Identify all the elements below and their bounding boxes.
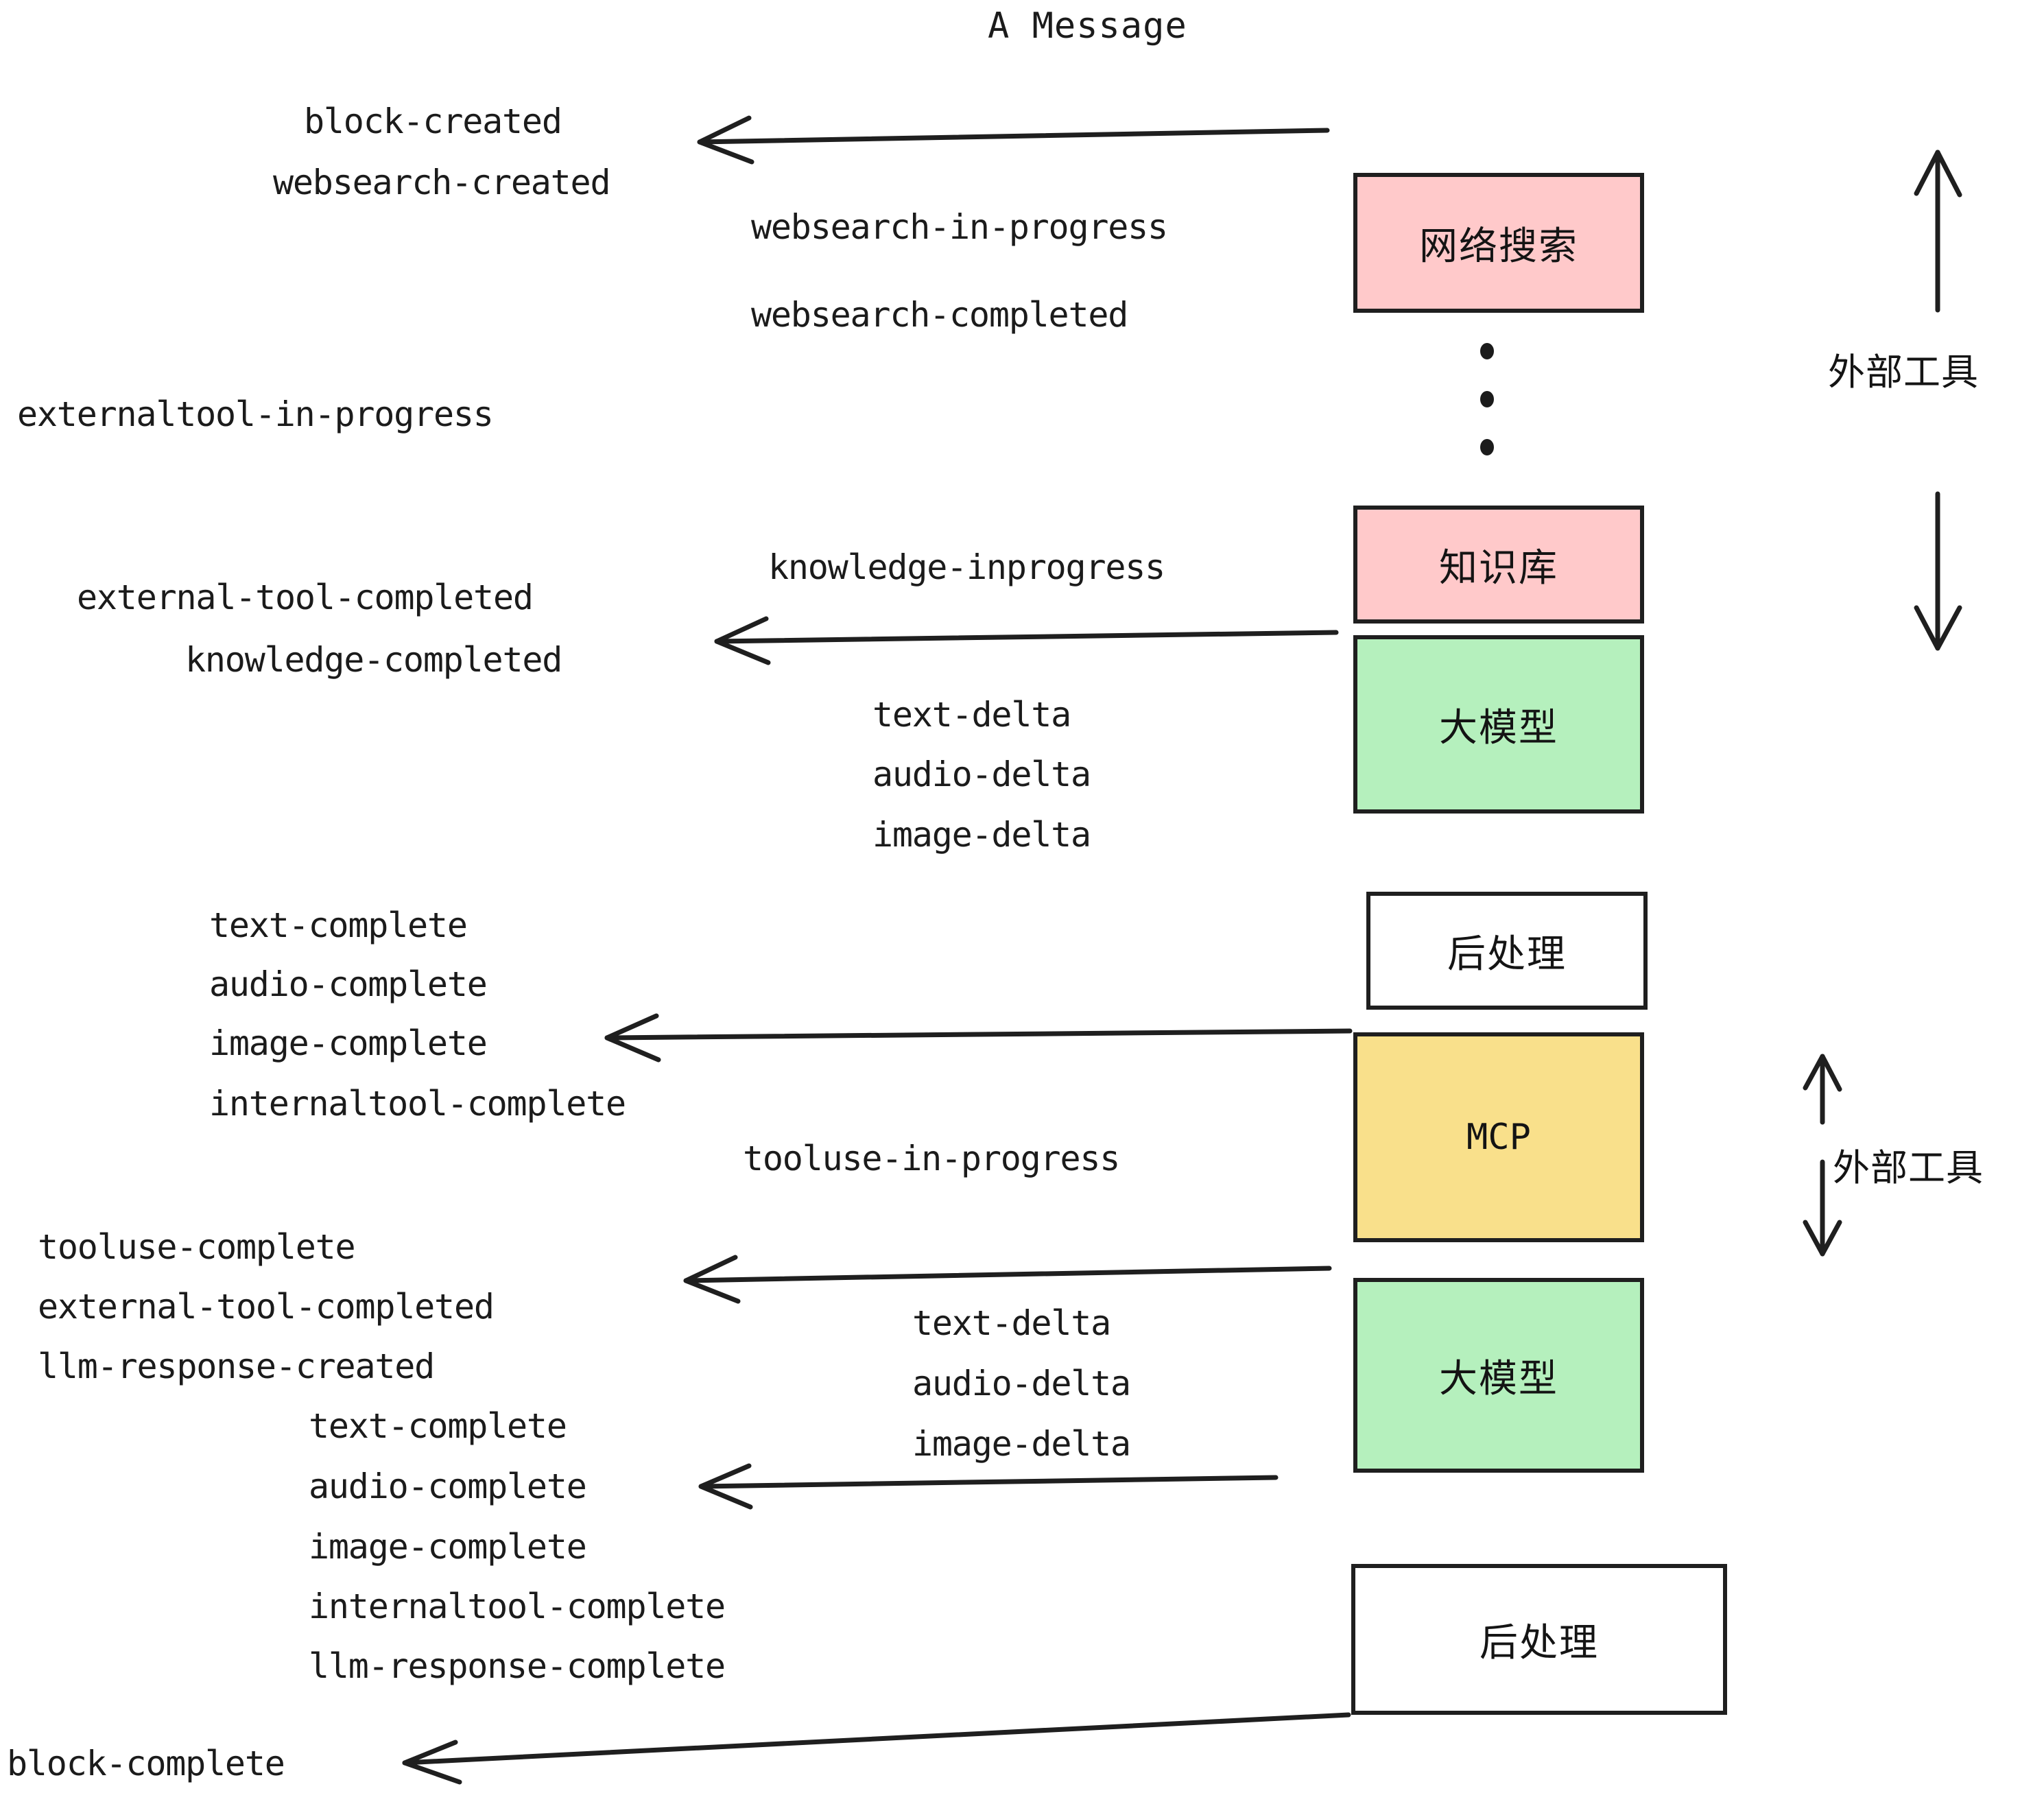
node-postprocess-first[interactable]: 后处理 bbox=[1366, 892, 1648, 1010]
event-label: image-complete bbox=[309, 1527, 587, 1567]
event-label: internaltool-complete bbox=[309, 1587, 726, 1626]
bracket-external-tools-upper bbox=[1914, 150, 1962, 651]
event-label: audio-complete bbox=[209, 964, 488, 1004]
event-label: llm-response-created bbox=[38, 1346, 435, 1386]
event-label: image-delta bbox=[912, 1424, 1131, 1464]
event-label: text-complete bbox=[309, 1406, 567, 1446]
event-label: text-delta bbox=[872, 695, 1071, 735]
arrow-final-to-block-complete bbox=[402, 1712, 1351, 1785]
event-label: audio-complete bbox=[309, 1467, 587, 1506]
event-label: knowledge-inprogress bbox=[768, 547, 1165, 587]
arrow-knowledge-to-labels bbox=[714, 616, 1339, 665]
group-label-external-tools-lower: 外部工具 bbox=[1833, 1146, 1984, 1189]
arrow-postprocess-to-labels bbox=[604, 1013, 1353, 1063]
event-label: tooluse-in-progress bbox=[743, 1139, 1120, 1178]
node-llm-second[interactable]: 大模型 bbox=[1353, 1278, 1644, 1473]
group-label-external-tools-upper: 外部工具 bbox=[1828, 351, 1979, 394]
arrow-websearch-to-labels bbox=[697, 115, 1330, 165]
diagram-title: A Message bbox=[988, 5, 1187, 47]
event-label: external-tool-completed bbox=[77, 578, 534, 617]
event-label: llm-response-complete bbox=[309, 1646, 726, 1686]
arrow-mcp-to-labels bbox=[683, 1255, 1332, 1304]
event-label: websearch-in-progress bbox=[751, 207, 1168, 247]
node-knowledge-base[interactable]: 知识库 bbox=[1353, 506, 1644, 624]
event-label: websearch-created bbox=[273, 163, 611, 202]
event-label: block-created bbox=[304, 102, 562, 141]
vertical-ellipsis-icon bbox=[1480, 343, 1494, 487]
node-postprocess-second[interactable]: 后处理 bbox=[1351, 1564, 1727, 1715]
event-label: audio-delta bbox=[872, 755, 1091, 794]
event-label: externaltool-in-progress bbox=[17, 394, 494, 434]
event-label: internaltool-complete bbox=[209, 1084, 626, 1124]
event-label: text-complete bbox=[209, 905, 468, 945]
node-mcp[interactable]: MCP bbox=[1353, 1032, 1644, 1242]
event-label: tooluse-complete bbox=[38, 1227, 356, 1267]
event-label: image-complete bbox=[209, 1023, 488, 1063]
arrow-llm-to-labels bbox=[698, 1463, 1279, 1510]
event-label: text-delta bbox=[912, 1303, 1111, 1343]
node-websearch[interactable]: 网络搜索 bbox=[1353, 173, 1644, 313]
node-llm-first[interactable]: 大模型 bbox=[1353, 635, 1644, 814]
event-label: block-complete bbox=[7, 1744, 285, 1783]
event-label: external-tool-completed bbox=[38, 1287, 495, 1327]
event-label: audio-delta bbox=[912, 1364, 1131, 1403]
event-label: websearch-completed bbox=[751, 295, 1128, 335]
event-label: image-delta bbox=[872, 815, 1091, 855]
event-label: knowledge-completed bbox=[185, 640, 562, 680]
